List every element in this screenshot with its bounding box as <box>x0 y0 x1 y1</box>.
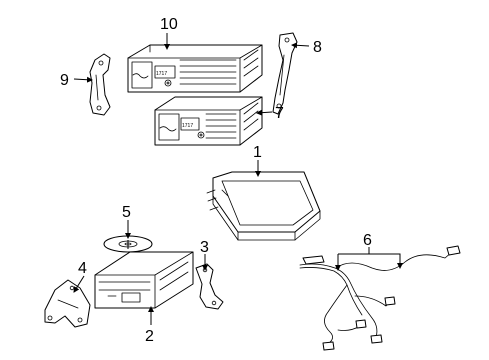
callout-labels: 10 9 8 7 1 5 3 4 2 6 <box>60 16 372 345</box>
leader-lines <box>73 33 403 325</box>
callout-4: 4 <box>78 260 87 277</box>
leader-8 <box>291 42 310 49</box>
svg-text:1717: 1717 <box>182 123 193 129</box>
leader-6 <box>337 253 401 268</box>
callout-7: 7 <box>275 105 284 122</box>
leader-9 <box>73 76 93 83</box>
svg-text:1717: 1717 <box>156 71 167 77</box>
callout-3: 3 <box>200 239 209 256</box>
callout-1: 1 <box>253 144 262 161</box>
callout-2: 2 <box>145 328 154 345</box>
part-2-navigation-unit <box>94 251 194 309</box>
callout-5: 5 <box>122 204 131 221</box>
part-4-bracket <box>44 279 91 328</box>
callout-6: 6 <box>363 232 372 249</box>
callout-8: 8 <box>313 39 322 56</box>
part-1-display-unit <box>206 171 321 241</box>
leader-4 <box>73 275 85 293</box>
callout-10: 10 <box>160 16 178 33</box>
part-10-changer-unit-upper: 1717 <box>127 44 263 93</box>
part-6-wire-harness <box>299 245 461 351</box>
part-7-changer-unit-lower: 1717 <box>154 96 263 146</box>
leader-7 <box>256 109 273 116</box>
part-3-bracket <box>195 263 224 310</box>
part-9-bracket <box>89 53 111 116</box>
callout-9: 9 <box>60 72 69 89</box>
